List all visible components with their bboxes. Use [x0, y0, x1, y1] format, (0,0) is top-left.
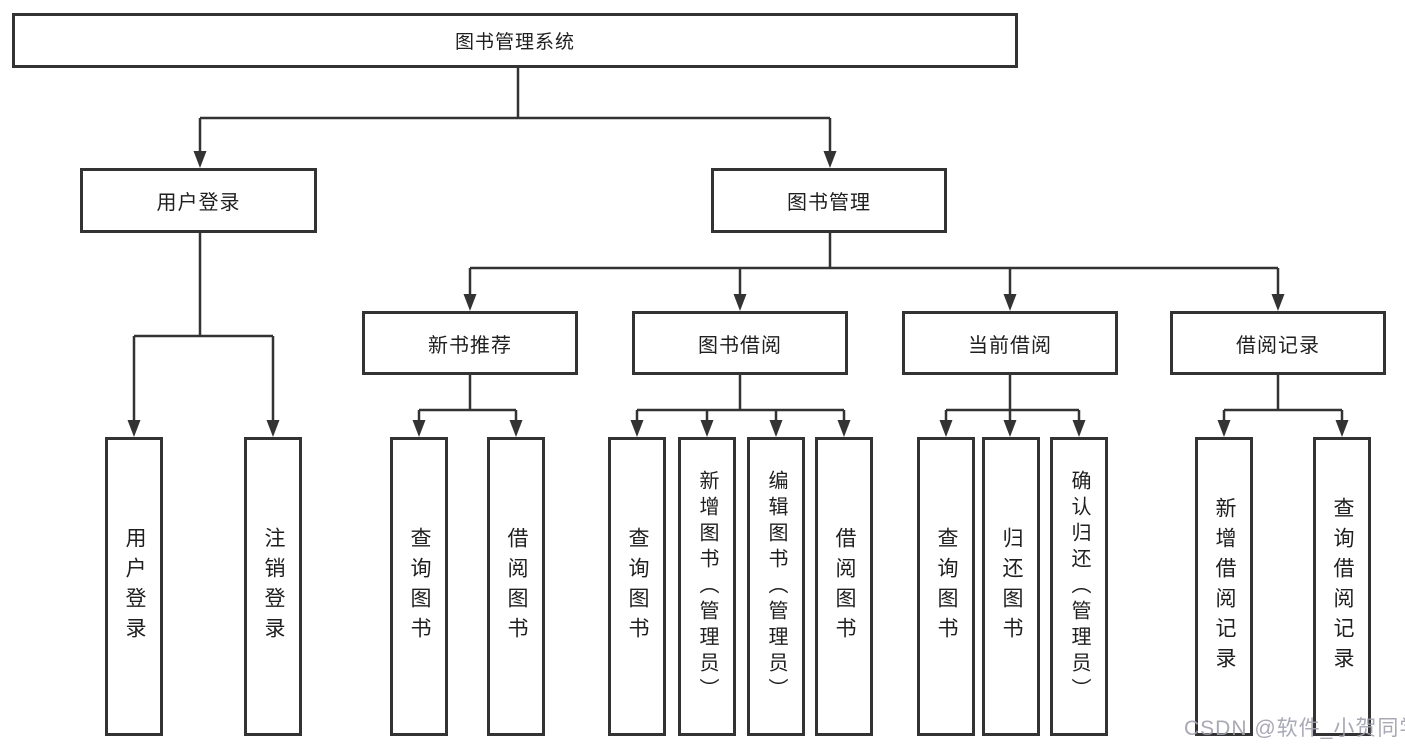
node-new-book-recommend: 新书推荐 — [362, 311, 578, 375]
node-root: 图书管理系统 — [12, 13, 1018, 68]
node-current-borrowing: 当前借阅 — [902, 311, 1118, 375]
leaf-borrow-books: 借阅图书 — [815, 437, 873, 736]
leaf-query-books-recommend: 查询图书 — [390, 437, 448, 736]
leaf-edit-books-admin: 编辑图书（管理员） — [747, 437, 805, 736]
leaf-borrow-books-recommend: 借阅图书 — [487, 437, 545, 736]
node-user-login: 用户登录 — [80, 168, 317, 233]
node-borrowing-records: 借阅记录 — [1170, 311, 1386, 375]
leaf-query-books-borrow: 查询图书 — [608, 437, 666, 736]
node-book-borrowing: 图书借阅 — [632, 311, 848, 375]
arrowhead-icons — [127, 151, 1349, 437]
leaf-return-books: 归还图书 — [982, 437, 1040, 736]
node-book-management: 图书管理 — [711, 168, 947, 233]
leaf-query-borrow-record: 查询借阅记录 — [1313, 437, 1371, 736]
leaf-query-books-current: 查询图书 — [917, 437, 975, 736]
leaf-add-books-admin: 新增图书（管理员） — [678, 437, 736, 736]
leaf-confirm-return-admin: 确认归还（管理员） — [1050, 437, 1108, 736]
watermark: CSDN @软件_小贺同学 — [1184, 717, 1405, 740]
leaf-user-login: 用户登录 — [105, 437, 163, 736]
leaf-add-borrow-record: 新增借阅记录 — [1195, 437, 1253, 736]
leaf-logout: 注销登录 — [244, 437, 302, 736]
